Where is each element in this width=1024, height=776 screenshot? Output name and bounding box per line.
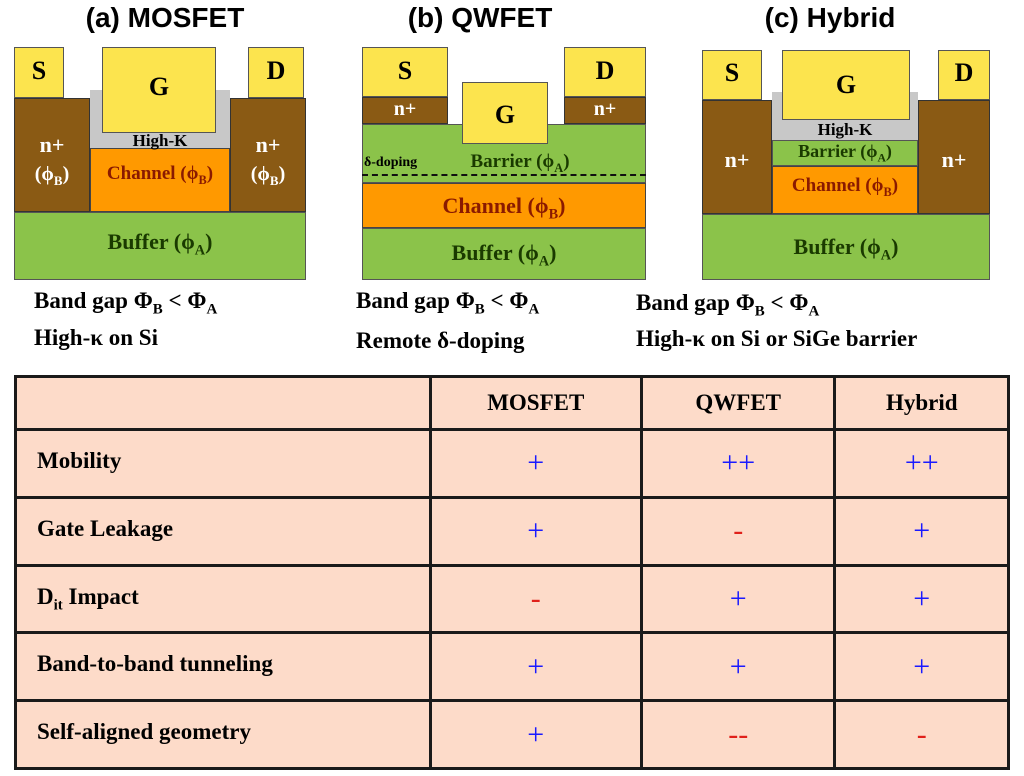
phi-left-label: (ϕB): [34, 163, 70, 188]
drain-label: D: [595, 56, 615, 85]
panel-title-qwfet: (b) QWFET: [407, 2, 553, 33]
drain-label: D: [266, 56, 286, 85]
buffer-label: Buffer (ϕA): [451, 240, 557, 270]
gate-label: G: [494, 100, 516, 129]
source-label: S: [397, 56, 413, 85]
barrier-label: Barrier (ϕA): [470, 151, 570, 175]
n-plus-left: [362, 97, 448, 124]
buffer-layer: [362, 228, 646, 280]
high-k-label: High-K: [817, 120, 873, 139]
source-contact: [14, 47, 64, 98]
table-cell: +: [639, 631, 837, 703]
table-cell: ++: [833, 428, 1010, 499]
table-cell: +: [428, 495, 643, 567]
n-plus-right-label: n+: [941, 147, 967, 172]
table-cell: --: [639, 699, 837, 770]
high-k-label: High-K: [132, 131, 188, 150]
table-header-cell: Hybrid: [833, 374, 1010, 432]
gate-contact: [782, 50, 910, 120]
channel-label: Channel (ϕB): [791, 175, 899, 199]
table-cell: ++: [639, 428, 837, 499]
table-header-cell: MOSFET: [428, 374, 643, 432]
table-cell: +: [639, 563, 837, 635]
row-label: Self-aligned geometry: [14, 699, 432, 770]
table-header-row: MOSFET QWFET Hybrid: [14, 374, 1010, 432]
caption-doping: Remote δ-doping: [356, 328, 525, 353]
source-contact: [702, 50, 762, 100]
source-label: S: [31, 56, 47, 85]
channel-label: Channel (ϕB): [106, 163, 214, 187]
gate-label: G: [148, 72, 170, 101]
drain-contact: [938, 50, 990, 100]
caption-material: High-κ on Si: [34, 325, 158, 350]
row-label: Mobility: [14, 428, 432, 499]
n-plus-right-label: n+: [593, 98, 617, 120]
barrier-label: Barrier (ϕA): [798, 141, 892, 165]
table-cell: +: [428, 699, 643, 770]
n-plus-left: [702, 100, 772, 214]
table-header-cell: QWFET: [639, 374, 837, 432]
caption-material: High-κ on Si or SiGe barrier: [636, 326, 918, 351]
table-cell: +: [833, 495, 1010, 567]
buffer-layer: [702, 214, 990, 280]
caption-band-gap: Band gap ΦB < ΦA: [34, 288, 218, 318]
barrier-layer: [772, 140, 918, 166]
table-cell: +: [428, 631, 643, 703]
panel-title-mosfet: (a) MOSFET: [85, 2, 245, 33]
table-header-cell: [14, 374, 432, 432]
table-cell: -: [428, 563, 643, 635]
n-plus-right: [564, 97, 646, 124]
n-plus-left-label: n+: [393, 98, 417, 120]
drain-label: D: [954, 58, 974, 87]
n-plus-right: [918, 100, 990, 214]
table-cell: +: [833, 631, 1010, 703]
n-plus-left: [14, 98, 90, 212]
phi-right-label: (ϕB): [250, 163, 286, 188]
table-cell: -: [639, 495, 837, 567]
table-row: Gate Leakage + - +: [14, 495, 1010, 567]
n-plus-right: [230, 98, 306, 212]
table-cell: -: [833, 699, 1010, 770]
row-label: Dit Impact: [14, 563, 432, 635]
source-label: S: [724, 58, 740, 87]
table-row: Self-aligned geometry + -- -: [14, 699, 1010, 770]
n-plus-right-label: n+: [255, 132, 281, 157]
delta-doping-label: δ-doping: [364, 155, 418, 170]
n-plus-left-label: n+: [39, 132, 65, 157]
drain-contact: [564, 47, 646, 97]
table-cell: +: [833, 563, 1010, 635]
buffer-label: Buffer (ϕA): [793, 234, 899, 264]
table-cell: +: [428, 428, 643, 499]
delta-doping-line: [362, 174, 646, 176]
comparison-table: MOSFET QWFET Hybrid Mobility + ++ ++ Gat…: [14, 374, 1010, 770]
row-label: Band-to-band tunneling: [14, 631, 432, 703]
channel-label: Channel (ϕB): [442, 193, 566, 223]
panel-title-hybrid: (c) Hybrid: [764, 2, 896, 33]
channel-layer: [90, 148, 230, 212]
table-row: Band-to-band tunneling + + +: [14, 631, 1010, 703]
caption-band-gap: Band gap ΦB < ΦA: [356, 288, 540, 318]
table-row: Mobility + ++ ++: [14, 428, 1010, 499]
buffer-label: Buffer (ϕA): [107, 229, 213, 259]
row-label: Gate Leakage: [14, 495, 432, 567]
source-contact: [362, 47, 448, 97]
caption-band-gap: Band gap ΦB < ΦA: [636, 290, 820, 320]
channel-layer: [772, 166, 918, 214]
channel-layer: [362, 183, 646, 228]
buffer-layer: [14, 212, 306, 280]
gate-label: G: [835, 70, 857, 99]
gate-contact: [102, 47, 216, 133]
n-plus-left-label: n+: [724, 147, 750, 172]
table-row: Dit Impact - + +: [14, 563, 1010, 635]
gate-contact: [462, 82, 548, 144]
drain-contact: [248, 47, 304, 98]
